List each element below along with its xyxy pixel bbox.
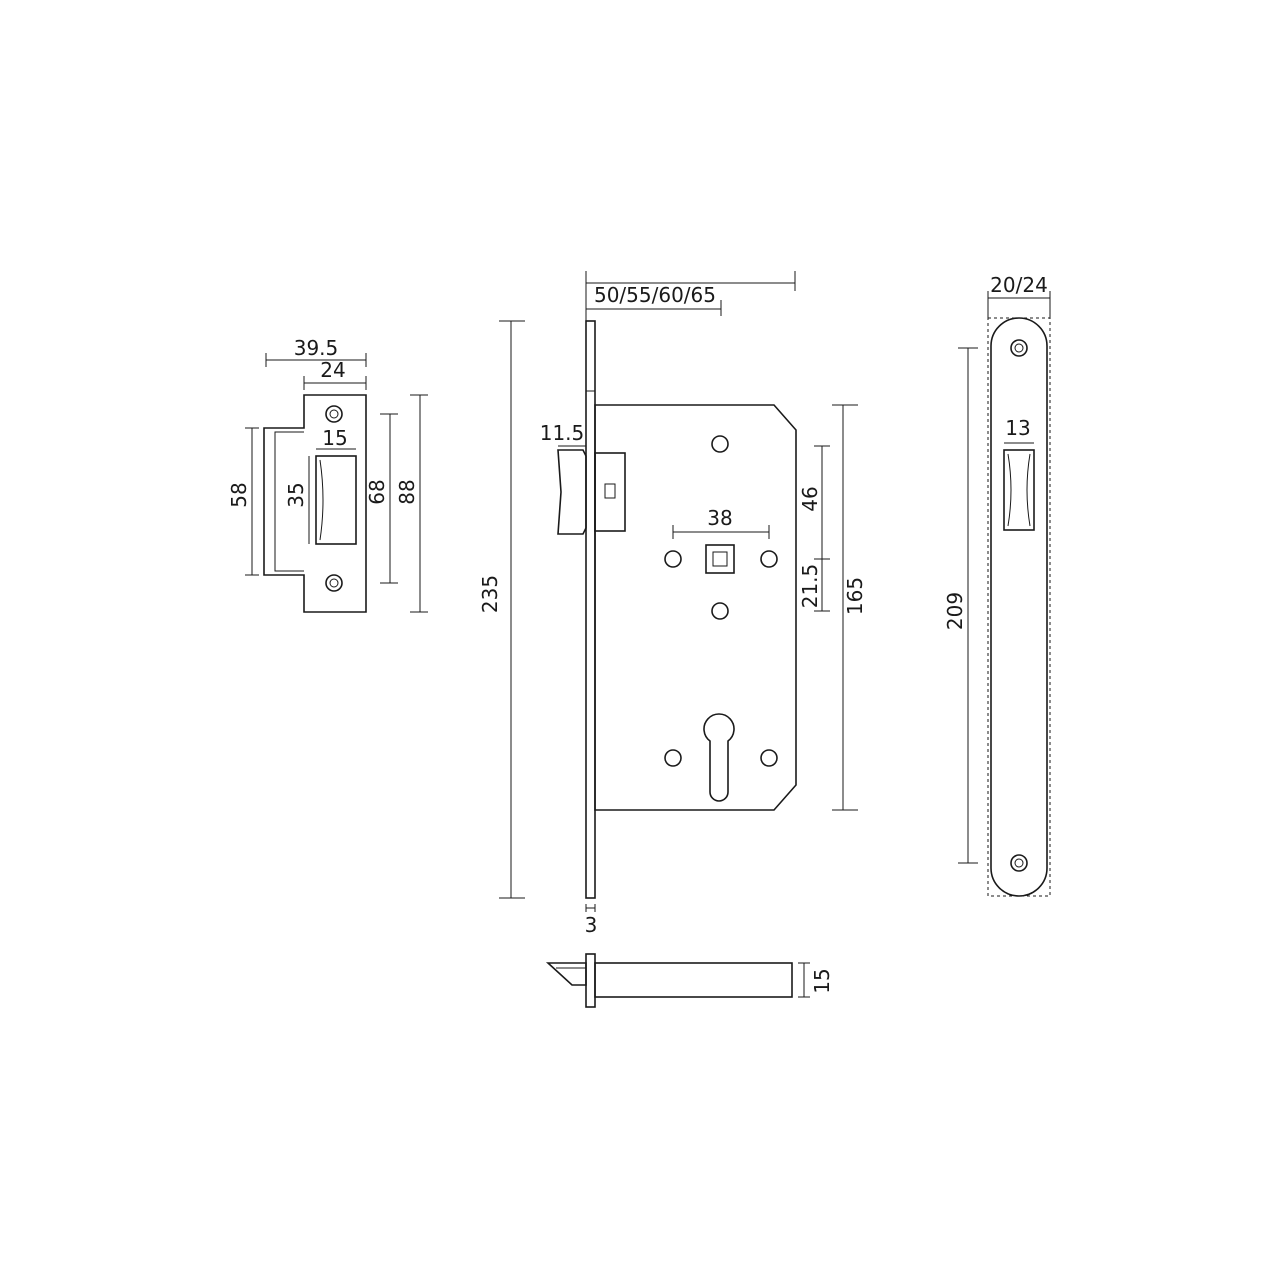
strike-plate-lip bbox=[274, 431, 304, 572]
dim-follower-offset: 21.5 bbox=[798, 564, 822, 609]
fixing-hole-icon bbox=[711, 602, 729, 620]
dim-strike-plate-height: 88 bbox=[395, 479, 419, 504]
dim-forend-width-options: 20/24 bbox=[990, 273, 1048, 297]
strike-opening-bevel bbox=[319, 459, 324, 541]
forend-plate-outline bbox=[990, 317, 1048, 897]
dim-latch-depth: 15 bbox=[810, 968, 834, 993]
dim-screw-spacing: 209 bbox=[943, 592, 967, 630]
case-top bbox=[594, 962, 793, 998]
lock-case bbox=[594, 404, 797, 811]
screw-hole-icon bbox=[325, 574, 343, 592]
latch-top-view: 15 bbox=[545, 953, 834, 1008]
forend-top bbox=[585, 953, 596, 1008]
latch-housing bbox=[594, 452, 626, 532]
dim-case-height: 165 bbox=[843, 577, 867, 615]
screw-hole-icon bbox=[329, 578, 339, 588]
forend-plate-alt-width bbox=[987, 317, 1051, 897]
strike-opening bbox=[315, 455, 357, 545]
dim-forend-thickness: 3 bbox=[585, 913, 598, 937]
screw-hole-icon bbox=[329, 409, 339, 419]
dim-strike-opening-height: 35 bbox=[284, 482, 308, 507]
lock-body: 50/55/60/65 11.5 38 46 21.5 165 235 3 bbox=[478, 271, 867, 937]
latch-tab bbox=[604, 483, 616, 499]
fixing-hole-icon bbox=[760, 749, 778, 767]
follower-spindle bbox=[712, 551, 728, 567]
forend-hatched-section bbox=[585, 320, 596, 392]
dim-follower-to-cylinder: 38 bbox=[707, 506, 732, 530]
euro-cylinder-cutout bbox=[703, 713, 735, 802]
fixing-hole-icon bbox=[664, 550, 682, 568]
fixing-hole-icon bbox=[664, 749, 682, 767]
dim-strike-hole-spacing: 68 bbox=[365, 479, 389, 504]
latch-bolt bbox=[557, 449, 587, 535]
latch-opening-bevel bbox=[1007, 453, 1012, 527]
screw-hole-icon bbox=[1010, 339, 1028, 357]
dim-latch-projection: 11.5 bbox=[540, 421, 585, 445]
dim-strike-lip-height: 58 bbox=[227, 482, 251, 507]
dim-strike-opening-width: 15 bbox=[322, 426, 347, 450]
dim-backset-options: 50/55/60/65 bbox=[594, 283, 716, 307]
fixing-hole-icon bbox=[711, 435, 729, 453]
fixing-hole-icon bbox=[760, 550, 778, 568]
dim-latch-opening-width: 13 bbox=[1005, 416, 1030, 440]
dim-strike-plate-width: 24 bbox=[320, 358, 345, 382]
screw-hole-icon bbox=[1010, 854, 1028, 872]
dim-forend-height: 235 bbox=[478, 575, 502, 613]
strike-plate: 39.5 24 15 58 35 68 88 bbox=[227, 336, 428, 613]
screw-hole-icon bbox=[325, 405, 343, 423]
dim-upper-offset: 46 bbox=[798, 486, 822, 511]
lock-forend bbox=[585, 320, 596, 899]
screw-hole-icon bbox=[1014, 858, 1024, 868]
dim-strike-overall-width: 39.5 bbox=[294, 336, 339, 360]
forend-plate: 20/24 13 209 bbox=[943, 273, 1051, 897]
latch-opening bbox=[1003, 449, 1035, 531]
screw-hole-icon bbox=[1014, 343, 1024, 353]
follower-square-icon bbox=[705, 544, 735, 574]
latch-bolt-top bbox=[545, 962, 587, 986]
strike-plate-outline bbox=[263, 394, 367, 613]
